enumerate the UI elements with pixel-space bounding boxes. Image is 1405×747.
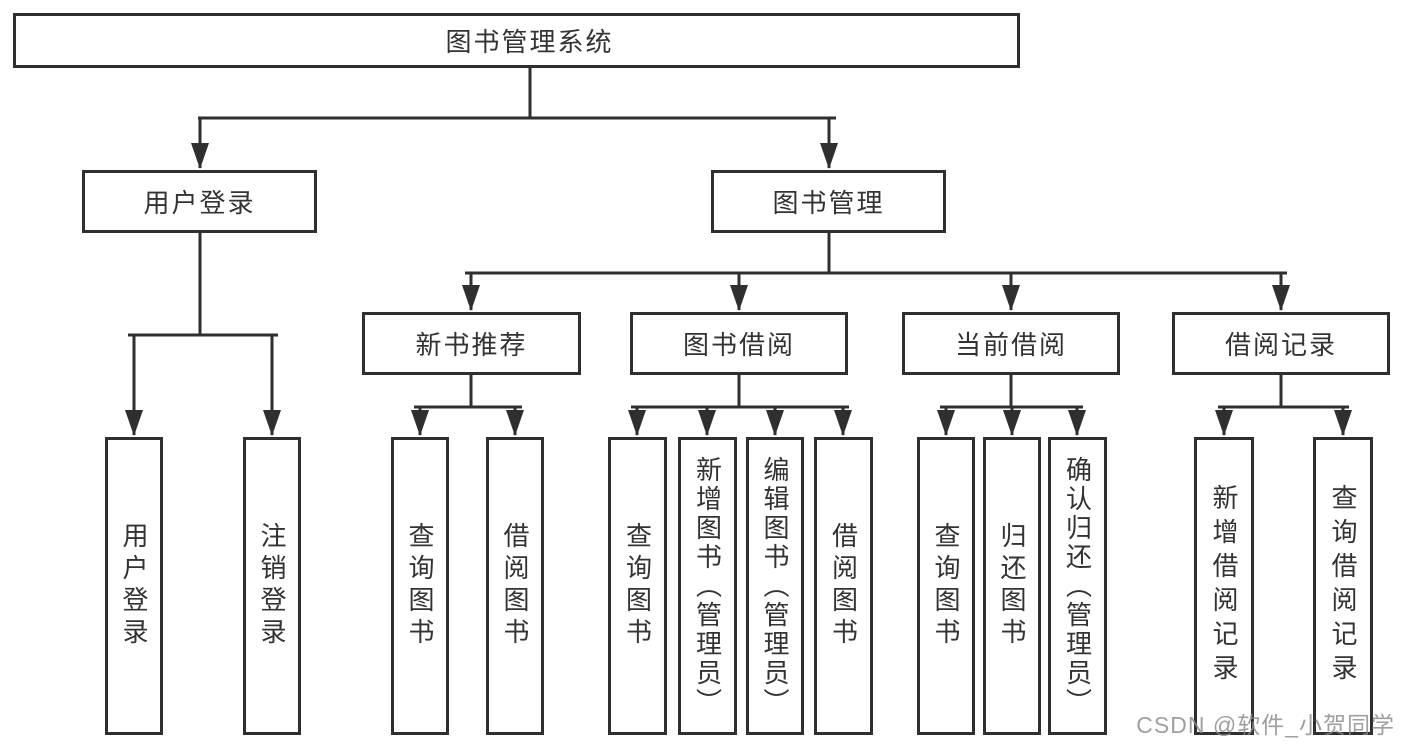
- leaf-logout: 注销登录: [243, 437, 301, 735]
- node-library-system: 图书管理系统: [13, 13, 1020, 68]
- leaf-return-books: 归还图书: [983, 437, 1041, 735]
- leaf-borrow-books-borrow: 借阅图书: [814, 437, 873, 735]
- node-borrow-records: 借阅记录: [1172, 312, 1390, 375]
- leaf-query-books-borrow: 查询图书: [608, 437, 667, 735]
- node-current-borrow: 当前借阅: [902, 312, 1120, 375]
- leaf-query-books-current: 查询图书: [917, 437, 975, 735]
- leaf-add-borrow-record: 新增借阅记录: [1194, 437, 1254, 735]
- leaf-query-books-recommend: 查询图书: [391, 437, 449, 735]
- node-new-book-recommend: 新书推荐: [362, 312, 581, 375]
- watermark: CSDN @软件_小贺同学: [1136, 712, 1395, 738]
- leaf-borrow-books-recommend: 借阅图书: [486, 437, 544, 735]
- node-user-login: 用户登录: [82, 170, 317, 233]
- leaf-add-book-admin: 新增图书（管理员）: [678, 437, 737, 735]
- leaf-user-login: 用户登录: [105, 437, 163, 735]
- leaf-confirm-return-admin: 确认归还（管理员）: [1048, 437, 1107, 735]
- node-book-borrow: 图书借阅: [630, 312, 848, 375]
- leaf-edit-book-admin: 编辑图书（管理员）: [746, 437, 804, 735]
- leaf-query-borrow-record: 查询借阅记录: [1313, 437, 1373, 735]
- node-book-management: 图书管理: [711, 170, 946, 233]
